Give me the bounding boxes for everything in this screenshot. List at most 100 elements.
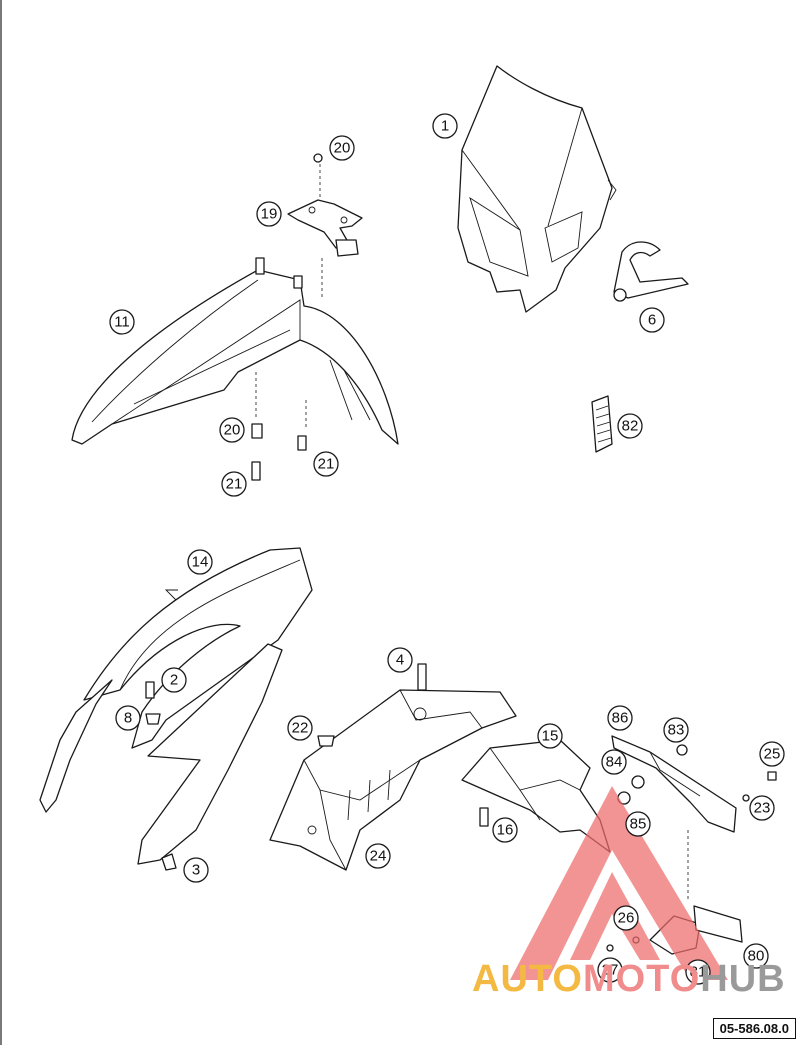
- callout-21: 21: [313, 451, 339, 477]
- callout-86: 86: [607, 705, 633, 731]
- screw-83-part: [676, 744, 688, 756]
- watermark-part3: HUB: [700, 958, 786, 1000]
- callout-circle: [613, 905, 639, 931]
- callout-label: 19: [261, 206, 278, 223]
- callout-label: 14: [192, 554, 209, 571]
- callout-circle: [329, 135, 355, 161]
- callout-label: 24: [370, 848, 387, 865]
- callout-label: 20: [334, 140, 351, 157]
- callout-circle: [256, 201, 282, 227]
- callout-label: 16: [497, 822, 514, 839]
- callout-8: 8: [115, 705, 141, 731]
- diagram-code: 05-586.08.0: [712, 1018, 796, 1039]
- callout-circle: [313, 451, 339, 477]
- callout-circle: [221, 471, 247, 497]
- callout-circle: [492, 817, 518, 843]
- washer-8-part: [145, 713, 161, 725]
- callout-label: 8: [124, 710, 132, 727]
- callout-circle: [749, 795, 775, 821]
- callout-label: 6: [648, 312, 656, 329]
- screw-16-part: [479, 807, 489, 827]
- callout-label: 1: [441, 118, 449, 135]
- callout-circle: [432, 113, 458, 139]
- callout-circle: [187, 549, 213, 575]
- callout-6: 6: [639, 307, 665, 333]
- callout-group: 1620191120212182142834222415168683848525…: [109, 113, 785, 985]
- callout-21: 21: [221, 471, 247, 497]
- callout-19: 19: [256, 201, 282, 227]
- callout-circle: [617, 413, 643, 439]
- callout-circle: [759, 741, 785, 767]
- callout-label: 26: [618, 910, 635, 927]
- callout-circle: [115, 705, 141, 731]
- callout-2: 2: [161, 667, 187, 693]
- callout-label: 25: [764, 746, 781, 763]
- nut-27-part: [606, 944, 614, 952]
- callout-83: 83: [663, 717, 689, 743]
- screw-left-part: [251, 461, 261, 481]
- callout-27: 27: [597, 957, 623, 983]
- callout-14: 14: [187, 549, 213, 575]
- front-fender-part: [71, 257, 399, 445]
- fender-bracket-part: [287, 199, 363, 257]
- watermark-part2: MOTO: [582, 958, 701, 1000]
- callout-circle: [685, 959, 711, 985]
- headlight-mask-part: [457, 65, 617, 313]
- callout-label: 23: [754, 800, 771, 817]
- rear-tray-part: [269, 689, 517, 871]
- washer-top-part: [313, 153, 323, 163]
- callout-82: 82: [617, 413, 643, 439]
- callout-23: 23: [749, 795, 775, 821]
- side-panel-part: [39, 643, 283, 871]
- callout-label: 86: [612, 710, 629, 727]
- callout-circle: [663, 717, 689, 743]
- screw-2-part: [145, 681, 155, 699]
- inner-fender-part: [461, 739, 611, 853]
- callout-circle: [365, 843, 391, 869]
- callout-3: 3: [183, 857, 209, 883]
- callout-label: 22: [292, 720, 309, 737]
- callout-circle: [183, 857, 209, 883]
- callout-11: 11: [109, 309, 135, 335]
- callout-84: 84: [601, 749, 627, 775]
- callout-circle: [639, 307, 665, 333]
- callout-22: 22: [287, 715, 313, 741]
- callout-label: 84: [606, 754, 623, 771]
- callout-circle: [743, 943, 769, 969]
- callout-26: 26: [613, 905, 639, 931]
- callout-circle: [109, 309, 135, 335]
- washer-lower-part: [251, 423, 263, 439]
- washer-84-part: [631, 775, 645, 789]
- grommet-22-part: [317, 735, 335, 747]
- callout-label: 81: [690, 964, 707, 981]
- license-plate-holder-part: [611, 735, 737, 833]
- watermark-text: AUTOMOTOHUB: [472, 958, 786, 1001]
- callout-81: 81: [685, 959, 711, 985]
- reflector-part: [591, 395, 613, 453]
- callout-label: 20: [224, 422, 241, 439]
- callout-label: 4: [396, 652, 404, 669]
- callout-16: 16: [492, 817, 518, 843]
- callout-circle: [607, 705, 633, 731]
- callout-circle: [597, 957, 623, 983]
- callout-label: 3: [192, 862, 200, 879]
- callout-label: 80: [748, 948, 765, 965]
- rear-fender-part: [83, 547, 313, 749]
- callout-label: 11: [114, 314, 130, 331]
- callout-circle: [161, 667, 187, 693]
- callout-15: 15: [537, 723, 563, 749]
- callout-label: 21: [318, 456, 335, 473]
- callout-20: 20: [219, 417, 245, 443]
- callout-85: 85: [625, 811, 651, 837]
- callout-circle: [537, 723, 563, 749]
- callout-label: 2: [170, 672, 178, 689]
- callout-24: 24: [365, 843, 391, 869]
- callout-circle: [219, 417, 245, 443]
- callout-label: 27: [602, 962, 619, 979]
- callout-circle: [287, 715, 313, 741]
- callout-20: 20: [329, 135, 355, 161]
- callout-label: 85: [630, 816, 647, 833]
- headlight-clamp-part: [613, 241, 689, 302]
